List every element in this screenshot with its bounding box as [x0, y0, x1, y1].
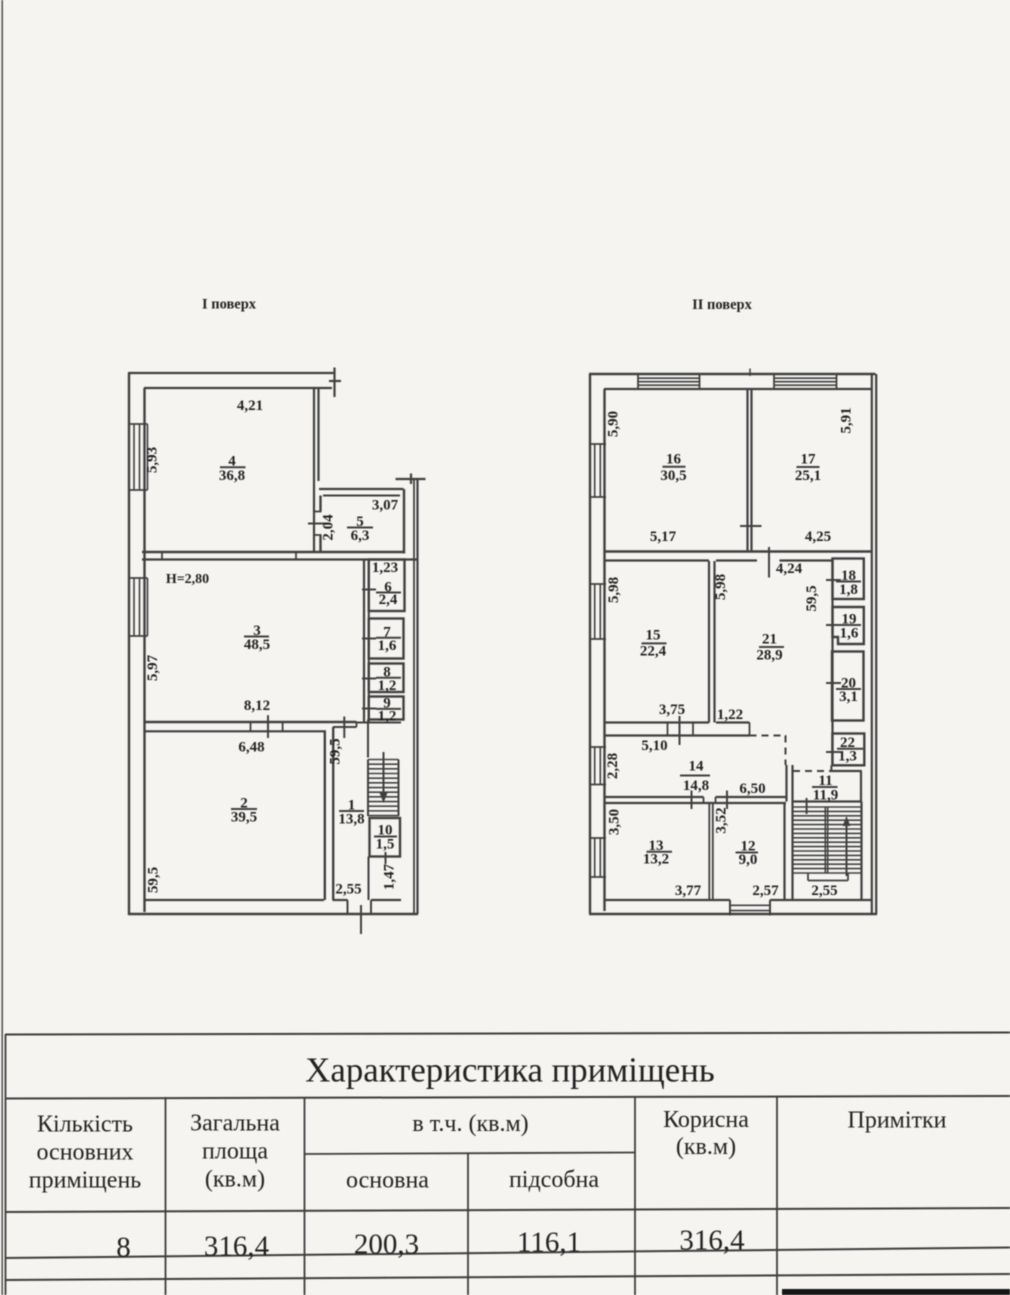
svg-text:36,8: 36,8 [219, 468, 245, 484]
svg-text:4,24: 4,24 [776, 561, 803, 577]
svg-text:1,5: 1,5 [376, 837, 395, 853]
svg-text:12: 12 [741, 839, 756, 855]
svg-text:18: 18 [841, 568, 856, 584]
svg-text:Загальна: Загальна [190, 1111, 280, 1137]
svg-text:316,4: 316,4 [679, 1225, 745, 1257]
svg-text:1,6: 1,6 [840, 626, 859, 642]
svg-text:200,3: 200,3 [354, 1229, 419, 1261]
svg-text:1,8: 1,8 [839, 582, 858, 598]
svg-text:1: 1 [348, 798, 356, 814]
svg-text:площа: площа [202, 1139, 268, 1165]
svg-text:ІІ поверх: ІІ поверх [692, 297, 752, 313]
svg-text:2,55: 2,55 [335, 882, 361, 898]
svg-text:22,4: 22,4 [640, 644, 667, 660]
svg-text:Характеристика приміщень: Характеристика приміщень [305, 1051, 714, 1090]
svg-text:14: 14 [689, 759, 705, 775]
svg-text:59,5: 59,5 [804, 585, 820, 611]
svg-text:3,75: 3,75 [659, 702, 685, 718]
svg-text:1,23: 1,23 [372, 560, 398, 576]
svg-text:5,17: 5,17 [650, 529, 677, 545]
svg-text:4: 4 [228, 454, 236, 470]
svg-text:1,3: 1,3 [838, 749, 857, 765]
svg-text:5,97: 5,97 [145, 654, 161, 681]
svg-text:Кількість: Кількість [37, 1112, 133, 1138]
svg-text:3,50: 3,50 [607, 809, 623, 835]
svg-text:28,9: 28,9 [756, 648, 782, 664]
svg-text:5,10: 5,10 [641, 738, 667, 754]
svg-text:основна: основна [346, 1168, 429, 1194]
svg-text:(кв.м): (кв.м) [205, 1167, 265, 1193]
svg-text:13: 13 [649, 838, 664, 854]
svg-text:1,47: 1,47 [382, 863, 398, 890]
svg-text:21: 21 [762, 632, 777, 648]
svg-text:H=2,80: H=2,80 [166, 572, 209, 587]
svg-text:1,2: 1,2 [378, 709, 397, 725]
svg-text:16: 16 [666, 452, 682, 468]
svg-text:5: 5 [356, 514, 364, 530]
svg-text:(кв.м): (кв.м) [676, 1134, 736, 1160]
svg-text:3,77: 3,77 [675, 883, 702, 899]
svg-text:1,2: 1,2 [378, 678, 397, 694]
svg-text:1,6: 1,6 [378, 638, 397, 654]
svg-text:17: 17 [801, 452, 817, 468]
svg-text:11: 11 [818, 773, 832, 789]
svg-text:2,4: 2,4 [379, 592, 398, 608]
svg-text:2,57: 2,57 [752, 883, 779, 899]
svg-text:9,0: 9,0 [739, 852, 758, 868]
svg-text:4,21: 4,21 [237, 398, 263, 414]
svg-text:5,91: 5,91 [839, 407, 855, 433]
svg-text:59,5: 59,5 [328, 738, 344, 764]
svg-text:316,4: 316,4 [204, 1231, 270, 1263]
svg-text:1,22: 1,22 [717, 707, 743, 723]
svg-text:13,2: 13,2 [643, 852, 669, 868]
svg-text:2: 2 [240, 796, 248, 812]
svg-text:8: 8 [116, 1232, 131, 1264]
svg-text:6,3: 6,3 [351, 528, 370, 544]
svg-text:3,1: 3,1 [839, 689, 858, 705]
svg-text:25,1: 25,1 [795, 468, 821, 484]
svg-text:48,5: 48,5 [244, 637, 270, 653]
svg-text:5,90: 5,90 [606, 411, 622, 437]
svg-text:39,5: 39,5 [231, 810, 257, 826]
svg-text:4,25: 4,25 [805, 529, 831, 545]
svg-text:20: 20 [841, 676, 856, 692]
svg-text:3,07: 3,07 [372, 498, 399, 514]
svg-text:6,50: 6,50 [739, 781, 765, 797]
svg-text:5,98: 5,98 [713, 574, 729, 600]
svg-text:7: 7 [383, 625, 391, 641]
svg-text:22: 22 [840, 735, 855, 751]
svg-text:9: 9 [383, 696, 391, 712]
svg-text:6,48: 6,48 [238, 740, 264, 756]
svg-text:19: 19 [842, 612, 857, 628]
svg-text:підсобна: підсобна [509, 1167, 599, 1193]
svg-text:10: 10 [378, 823, 393, 839]
svg-text:8,12: 8,12 [244, 698, 270, 714]
svg-text:Примітки: Примітки [847, 1108, 946, 1134]
svg-text:6: 6 [384, 580, 392, 596]
svg-text:3: 3 [253, 623, 261, 639]
svg-text:основних: основних [36, 1140, 133, 1166]
svg-text:3,52: 3,52 [714, 807, 730, 833]
svg-text:5,93: 5,93 [145, 447, 161, 473]
svg-text:2,55: 2,55 [811, 883, 837, 899]
svg-text:в т.ч. (кв.м): в т.ч. (кв.м) [412, 1111, 528, 1137]
svg-text:116,1: 116,1 [517, 1227, 581, 1259]
svg-text:5,98: 5,98 [606, 577, 622, 603]
svg-text:30,5: 30,5 [660, 468, 686, 484]
svg-text:2,28: 2,28 [605, 753, 621, 779]
svg-text:13,8: 13,8 [338, 812, 364, 828]
svg-text:59,5: 59,5 [146, 867, 162, 893]
svg-text:приміщень: приміщень [29, 1168, 142, 1194]
svg-text:2,04: 2,04 [321, 514, 337, 541]
svg-text:15: 15 [646, 628, 661, 644]
svg-text:14,8: 14,8 [683, 778, 709, 794]
svg-text:8: 8 [383, 665, 391, 681]
svg-text:11,9: 11,9 [813, 788, 838, 804]
svg-text:І поверх: І поверх [202, 297, 257, 313]
svg-text:Корисна: Корисна [663, 1107, 749, 1133]
